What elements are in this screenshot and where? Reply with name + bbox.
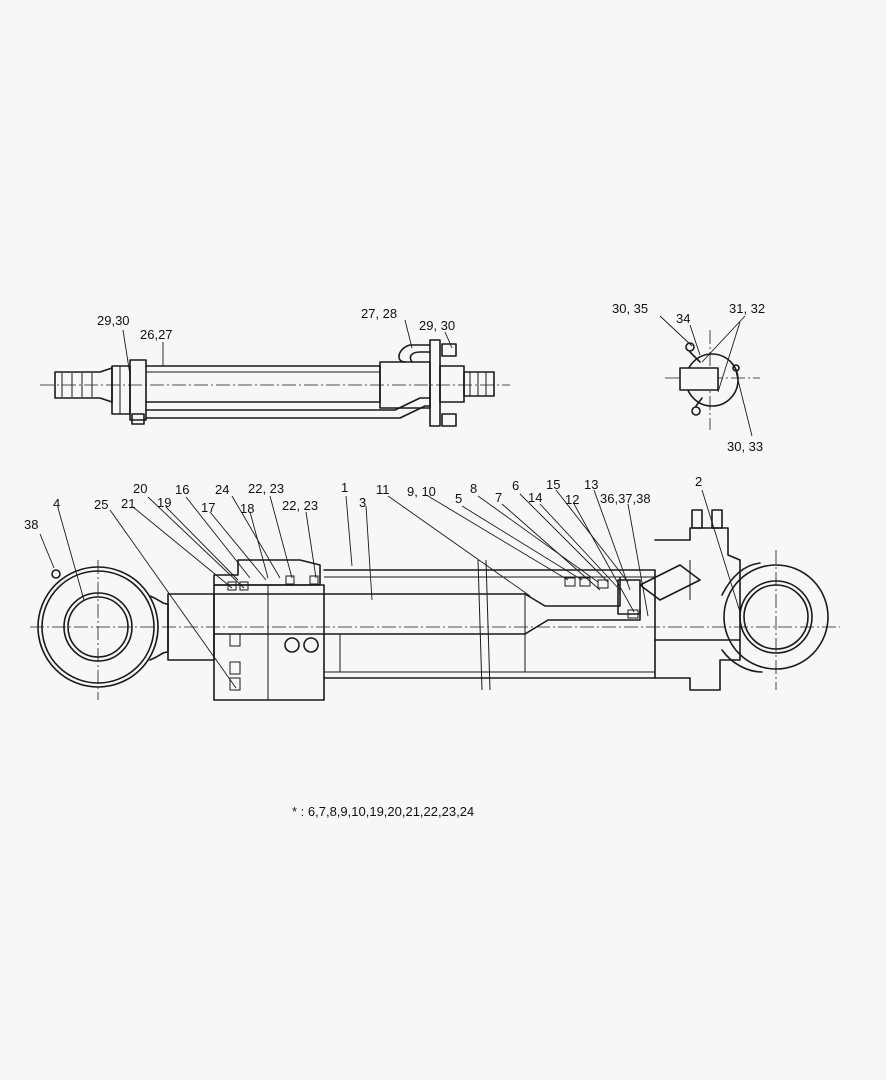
callout-19: 19 — [157, 495, 171, 510]
top-cylinder-view: 29,30 26,27 27, 28 29, 30 — [40, 306, 510, 427]
main-cylinder-view: 38 4 25 21 20 19 16 17 24 18 22, 23 22, … — [24, 474, 840, 701]
callout-22-23-b: 22, 23 — [282, 498, 318, 513]
callout-30-35: 30, 35 — [612, 301, 648, 316]
callout-8: 8 — [470, 481, 477, 496]
callout-6: 6 — [512, 478, 519, 493]
callout-12: 12 — [565, 492, 579, 507]
footnote: * : 6,7,8,9,10,19,20,21,22,23,24 — [292, 804, 474, 819]
callout-25: 25 — [94, 497, 108, 512]
callout-1: 1 — [341, 480, 348, 495]
callout-16: 16 — [175, 482, 189, 497]
callout-27-28: 27, 28 — [361, 306, 397, 321]
callout-20: 20 — [133, 481, 147, 496]
end-view: 30, 35 34 31, 32 30, 33 — [612, 301, 765, 454]
callout-22-23-a: 22, 23 — [248, 481, 284, 496]
callout-11: 11 — [376, 482, 390, 497]
callout-36-37-38: 36,37,38 — [600, 491, 651, 506]
callout-34: 34 — [676, 311, 690, 326]
callout-15: 15 — [546, 477, 560, 492]
callout-26-27: 26,27 — [140, 327, 173, 342]
callout-38: 38 — [24, 517, 38, 532]
callout-4: 4 — [53, 496, 60, 511]
callout-31-32: 31, 32 — [729, 301, 765, 316]
callout-7: 7 — [495, 490, 502, 505]
callout-13: 13 — [584, 477, 598, 492]
callout-9-10: 9, 10 — [407, 484, 436, 499]
callout-17: 17 — [201, 500, 215, 515]
callout-3: 3 — [359, 495, 366, 510]
callout-24: 24 — [215, 482, 229, 497]
callout-30-33: 30, 33 — [727, 439, 763, 454]
callout-29-30-right: 29, 30 — [419, 318, 455, 333]
callout-18: 18 — [240, 501, 254, 516]
callout-21: 21 — [121, 496, 135, 511]
callout-29-30: 29,30 — [97, 313, 130, 328]
callout-5: 5 — [455, 491, 462, 506]
callout-14: 14 — [528, 490, 542, 505]
callout-2: 2 — [695, 474, 702, 489]
